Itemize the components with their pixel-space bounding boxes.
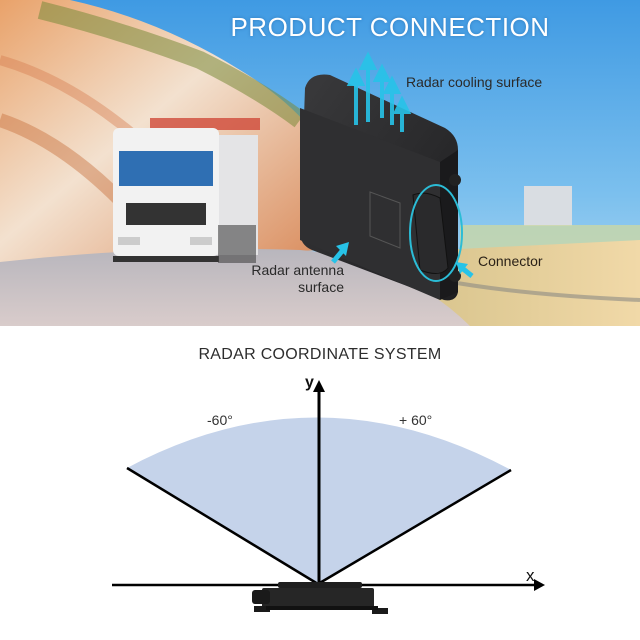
right-angle-label: + 60° <box>399 412 433 428</box>
radar-device-side-view <box>252 582 388 614</box>
radar-device <box>300 74 463 301</box>
product-connection-panel: PRODUCT CONNECTION Radar cooling surface… <box>0 0 640 326</box>
antenna-label-line2: surface <box>298 279 344 295</box>
x-axis-label: x <box>526 566 535 585</box>
coordinate-system-figure <box>112 380 545 614</box>
antenna-surface-label: Radar antenna surface <box>236 262 344 296</box>
left-angle-label: -60° <box>207 412 233 428</box>
x-axis-arrowhead-icon <box>534 579 545 591</box>
connector-label: Connector <box>478 253 543 269</box>
antenna-arrow-icon <box>331 242 349 264</box>
connector-arrow-icon <box>456 262 474 278</box>
y-axis-arrowhead-icon <box>313 380 325 392</box>
truck-illustration <box>113 118 260 263</box>
cooling-surface-label: Radar cooling surface <box>406 74 543 90</box>
y-axis-label: y <box>305 374 314 391</box>
diagram-title: RADAR COORDINATE SYSTEM <box>198 346 442 363</box>
antenna-label-line1: Radar antenna <box>251 262 344 278</box>
radar-coordinate-diagram: RADAR COORDINATE SYSTEM -60° + 60° y x <box>0 326 640 640</box>
product-photo <box>0 0 640 326</box>
product-connection-title: PRODUCT CONNECTION <box>230 12 550 42</box>
cooling-arrows-icon <box>346 51 412 132</box>
